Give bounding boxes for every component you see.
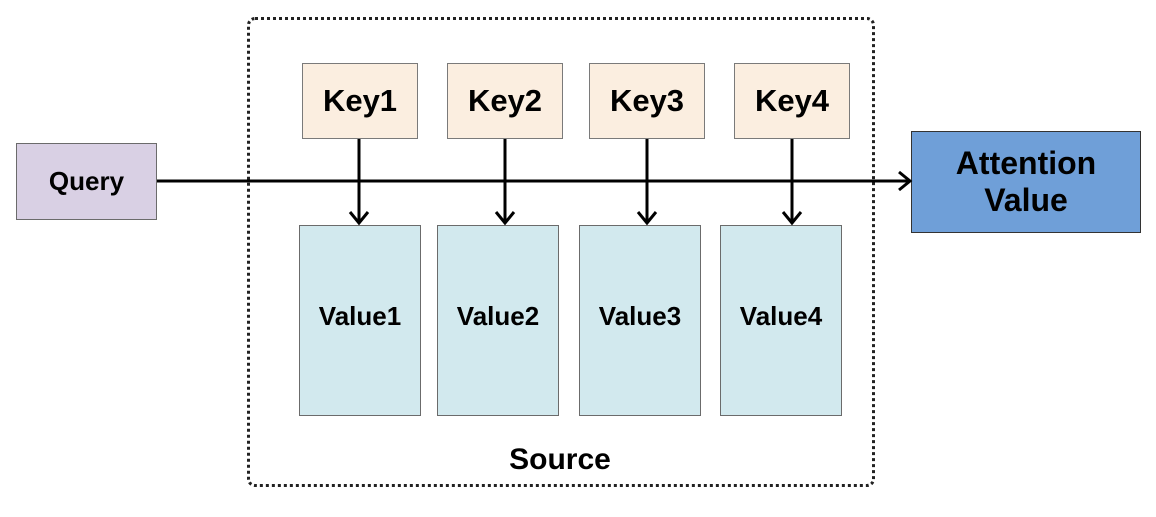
attention-value-line2: Value bbox=[984, 182, 1068, 218]
attention-value-line1: Attention bbox=[955, 145, 1097, 182]
value-box-1: Value1 bbox=[299, 225, 421, 416]
source-region bbox=[247, 17, 875, 487]
value-box-4: Value4 bbox=[720, 225, 842, 416]
key-box-1: Key1 bbox=[302, 63, 418, 139]
key-box-3: Key3 bbox=[589, 63, 705, 139]
value-label: Value2 bbox=[456, 301, 540, 331]
key-label: Key1 bbox=[322, 83, 398, 118]
query-label: Query bbox=[48, 166, 125, 196]
query-box: Query bbox=[16, 143, 157, 220]
key-label: Key3 bbox=[609, 83, 685, 118]
value-label: Value1 bbox=[318, 301, 402, 331]
value-label: Value3 bbox=[598, 301, 682, 331]
value-box-3: Value3 bbox=[579, 225, 701, 416]
key-box-2: Key2 bbox=[447, 63, 563, 139]
key-label: Key4 bbox=[754, 83, 830, 118]
value-label: Value4 bbox=[739, 301, 823, 331]
key-label: Key2 bbox=[467, 83, 543, 118]
source-label: Source bbox=[509, 443, 611, 476]
attention-value-box: Attention Value bbox=[911, 131, 1141, 233]
key-box-4: Key4 bbox=[734, 63, 850, 139]
value-box-2: Value2 bbox=[437, 225, 559, 416]
